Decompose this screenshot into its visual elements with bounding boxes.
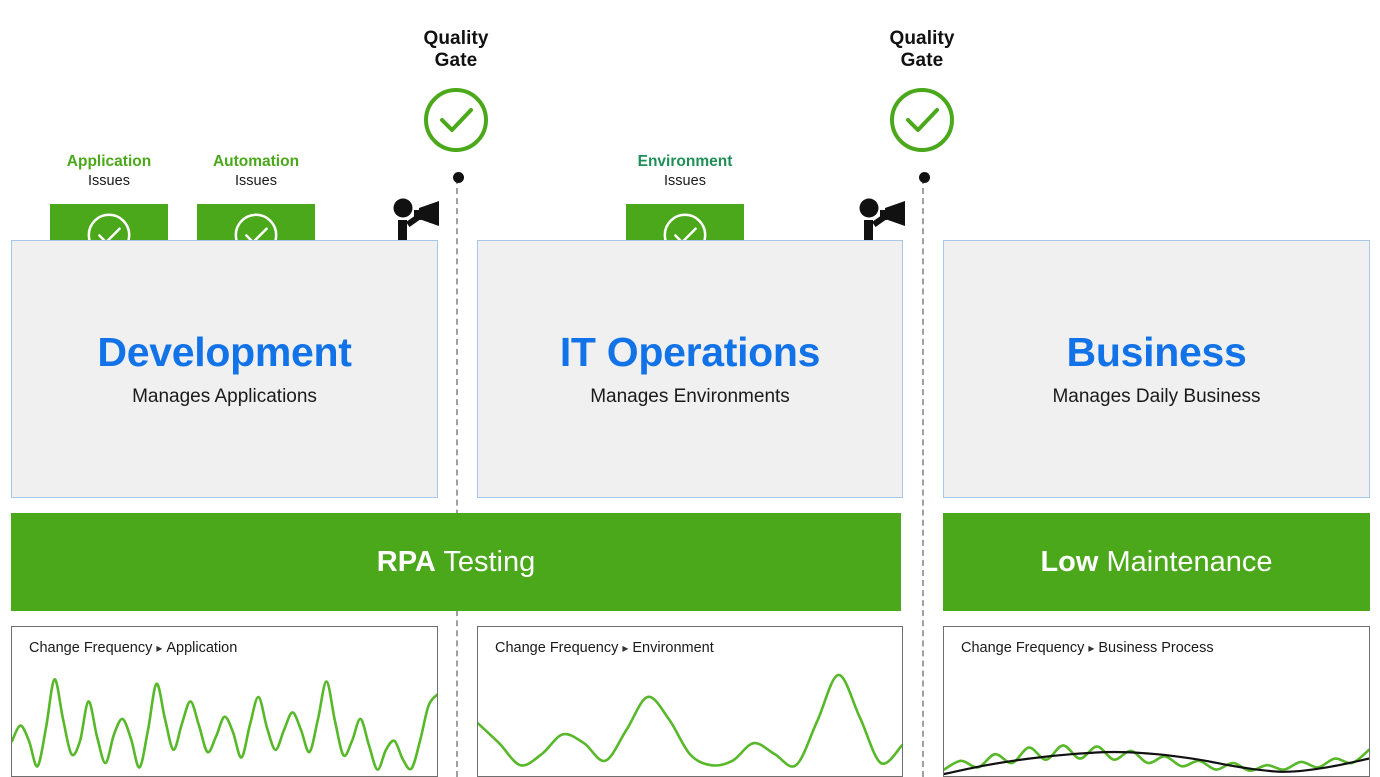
banner-normal: Maintenance — [1098, 545, 1273, 578]
chart-label-name: Environment — [632, 640, 714, 656]
panel-title: Development — [97, 329, 352, 375]
chevron-right-icon: ▸ — [156, 641, 163, 655]
issue-title: Environment — [637, 153, 733, 170]
panel-title: IT Operations — [559, 329, 821, 375]
banner-text: RPA Testing — [376, 545, 536, 578]
chart-card-application: Change Frequency▸Application — [11, 626, 438, 777]
divider-dot — [918, 172, 930, 183]
issue-title: Automation — [212, 153, 300, 170]
issue-subtitle: Issues — [88, 173, 130, 190]
banner-low-maintenance: Low Maintenance — [943, 513, 1370, 611]
chart-label: Change Frequency▸Environment — [495, 640, 714, 656]
issue-subtitle: Issues — [235, 173, 277, 190]
check-circle-icon — [421, 85, 491, 155]
banner-strong: Low — [1040, 545, 1099, 578]
panel-it-operations: IT Operations Manages Environments — [477, 240, 903, 498]
chart-label: Change Frequency▸Application — [29, 640, 237, 656]
banner-normal: Testing — [435, 545, 536, 578]
divider-dot — [452, 172, 464, 183]
divider-itops-business — [918, 172, 930, 777]
panel-business: Business Manages Daily Business — [943, 240, 1370, 498]
panel-subtitle: Manages Applications — [132, 386, 317, 407]
panel-title: Business — [1066, 329, 1247, 375]
chart-label-name: Business Process — [1098, 640, 1214, 656]
chart-label: Change Frequency▸Business Process — [961, 640, 1214, 656]
issue-title: Application — [66, 153, 152, 170]
chart-card-business-process: Change Frequency▸Business Process — [943, 626, 1370, 777]
chart-card-environment: Change Frequency▸Environment — [477, 626, 903, 777]
panel-development: Development Manages Applications — [11, 240, 438, 498]
issue-subtitle: Issues — [664, 173, 706, 190]
chart-plot-business-process — [944, 658, 1369, 776]
quality-gate-1: Quality Gate — [366, 28, 546, 155]
megaphone-person-icon — [389, 196, 445, 248]
banner-rpa-testing: RPA Testing — [11, 513, 901, 611]
chevron-right-icon: ▸ — [1088, 641, 1095, 655]
quality-gate-label: Quality Gate — [889, 28, 955, 72]
banner-text: Low Maintenance — [1040, 545, 1273, 578]
chevron-right-icon: ▸ — [622, 641, 629, 655]
chart-label-name: Application — [166, 640, 238, 656]
megaphone-person-icon — [855, 196, 911, 248]
chart-label-prefix: Change Frequency — [29, 640, 153, 656]
chart-label-prefix: Change Frequency — [961, 640, 1085, 656]
divider-development-itops — [452, 172, 464, 777]
check-circle-icon — [887, 85, 957, 155]
chart-plot-environment — [478, 658, 902, 776]
chart-plot-application — [12, 658, 437, 776]
quality-gate-2: Quality Gate — [832, 28, 1012, 155]
quality-gate-label: Quality Gate — [423, 28, 489, 72]
chart-label-prefix: Change Frequency — [495, 640, 619, 656]
panel-subtitle: Manages Daily Business — [1052, 386, 1261, 407]
panel-subtitle: Manages Environments — [590, 386, 790, 407]
banner-strong: RPA — [376, 545, 436, 578]
